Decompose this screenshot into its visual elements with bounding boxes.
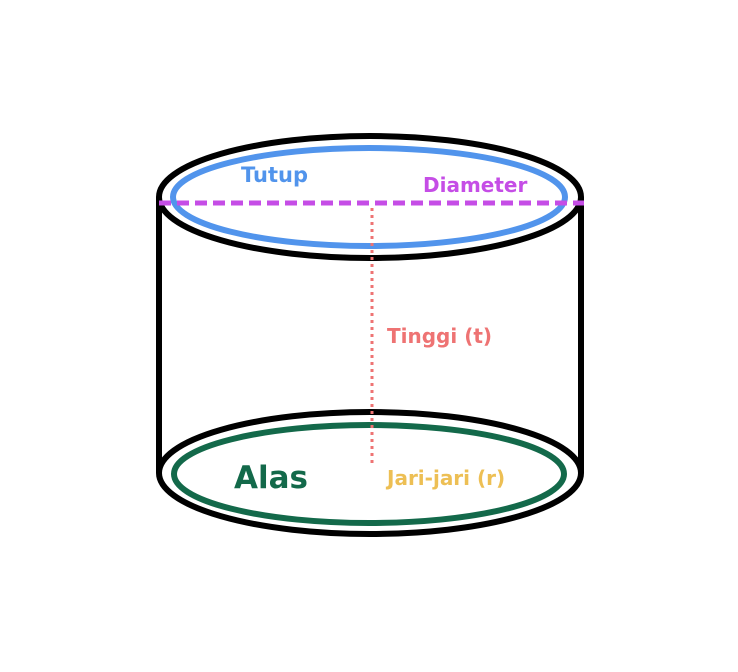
cylinder-outline: [156, 133, 584, 537]
cylinder-bottom-rim: [156, 409, 584, 537]
alas-ellipse: [171, 422, 567, 526]
jari-jari-label: Jari-jari (r): [385, 466, 505, 490]
diameter-label: Diameter: [423, 173, 527, 197]
cylinder-top-rim: [156, 133, 584, 261]
tinggi-label: Tinggi (t): [387, 324, 492, 348]
tutup-label: Tutup: [241, 163, 308, 187]
alas-label: Alas: [234, 460, 308, 496]
tutup-ellipse: [170, 145, 568, 249]
